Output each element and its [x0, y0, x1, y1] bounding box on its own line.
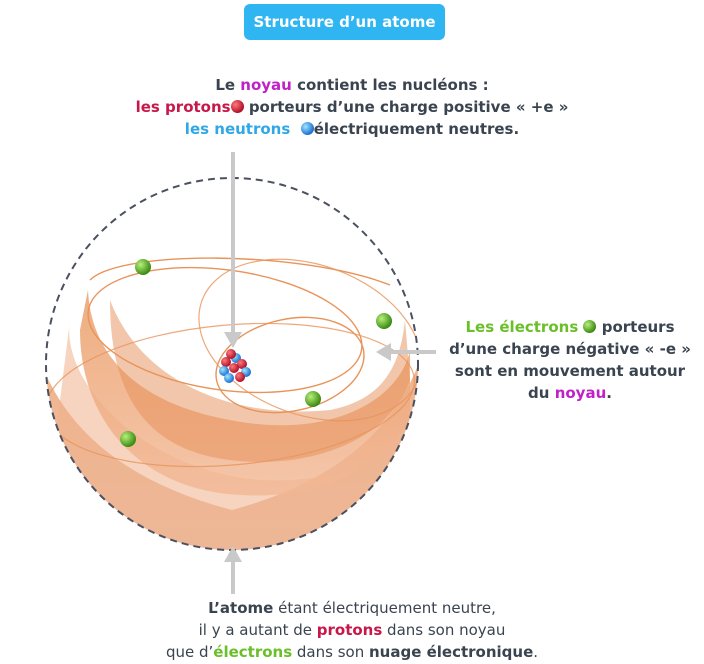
- text-fragment: .: [606, 384, 612, 402]
- arrow-to-electrons: [376, 343, 436, 361]
- atom-line-1: L’atome étant électriquement neutre,: [0, 597, 704, 619]
- atome-word: L’atome: [208, 599, 274, 617]
- neutron-icon: [300, 122, 314, 135]
- electron: [376, 313, 392, 329]
- noyau-word: noyau: [554, 384, 607, 402]
- electrons-line-4: du noyau.: [440, 382, 700, 404]
- nucleus-line-2: les protons porteurs d’une charge positi…: [0, 96, 704, 118]
- electron: [120, 431, 136, 447]
- nucleus-description: Le noyau contient les nucléons : les pro…: [0, 74, 704, 140]
- text-fragment: dans son noyau: [382, 621, 506, 639]
- text-fragment: contient les nucléons :: [291, 76, 489, 94]
- electron-cloud: [46, 257, 418, 550]
- text-fragment: du: [528, 384, 555, 402]
- atom-line-3: que d’électrons dans son nuage électroni…: [0, 641, 704, 663]
- text-fragment: étant électriquement neutre,: [273, 599, 496, 617]
- nuage-word: nuage électronique: [368, 643, 534, 661]
- text-fragment: Le: [215, 76, 241, 94]
- neutrons-word: les neutrons: [184, 120, 291, 138]
- title-badge: Structure d’un atome: [244, 4, 445, 40]
- text-fragment: que d’: [165, 643, 214, 661]
- noyau-word: noyau: [240, 76, 292, 94]
- electron: [305, 391, 321, 407]
- arrow-to-atom: [224, 546, 242, 594]
- nucleus-line-1: Le noyau contient les nucléons :: [0, 74, 704, 96]
- protons-word: protons: [316, 621, 383, 639]
- text-fragment: dans son: [292, 643, 369, 661]
- electrons-word: Les électrons: [465, 318, 579, 336]
- electrons-word: électrons: [213, 643, 293, 661]
- atom-description: L’atome étant électriquement neutre, il …: [0, 597, 704, 663]
- text-fragment: porteurs: [596, 318, 675, 336]
- nucleus: [219, 349, 251, 383]
- text-fragment: porteurs d’une charge positive « +e »: [243, 98, 569, 116]
- electrons-line-2: d’une charge négative « -e »: [449, 340, 691, 358]
- text-fragment: il y a autant de: [198, 621, 317, 639]
- nucleus-line-3: les neutrons électriquement neutres.: [0, 118, 704, 140]
- electron: [135, 259, 151, 275]
- electron-icon: [583, 320, 597, 333]
- text-fragment: électriquement neutres.: [313, 120, 520, 138]
- electrons-description: Les électrons porteurs d’une charge néga…: [440, 316, 700, 404]
- arrow-to-nucleus: [224, 152, 242, 348]
- proton-icon: [230, 100, 244, 113]
- text-fragment: .: [533, 643, 539, 661]
- atom-line-2: il y a autant de protons dans son noyau: [0, 619, 704, 641]
- protons-word: les protons: [135, 98, 231, 116]
- electrons-line-1: Les électrons porteurs: [440, 316, 700, 338]
- electrons-line-3: sont en mouvement autour: [454, 362, 686, 380]
